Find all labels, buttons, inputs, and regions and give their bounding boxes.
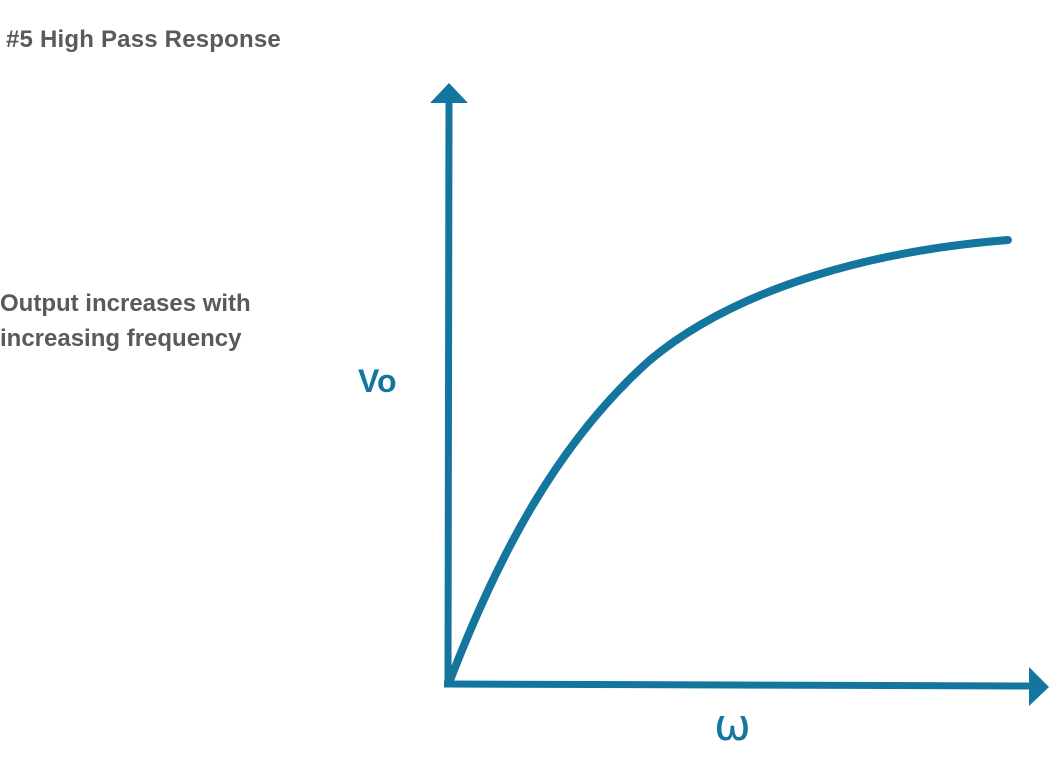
y-axis bbox=[444, 99, 453, 687]
caption-line-2: increasing frequency bbox=[0, 325, 242, 352]
y-axis-label: Vo bbox=[358, 363, 397, 399]
diagram-title: #5 High Pass Response bbox=[6, 26, 281, 53]
caption-line-1: Output increases with bbox=[0, 290, 251, 317]
y-axis-arrow-icon bbox=[430, 83, 468, 103]
x-axis bbox=[443, 680, 1031, 690]
response-curve bbox=[445, 236, 1012, 687]
x-axis-label: ω bbox=[714, 700, 751, 751]
caption-text: Output increases with increasing frequen… bbox=[0, 286, 320, 356]
x-axis-arrow-icon bbox=[1029, 667, 1049, 706]
